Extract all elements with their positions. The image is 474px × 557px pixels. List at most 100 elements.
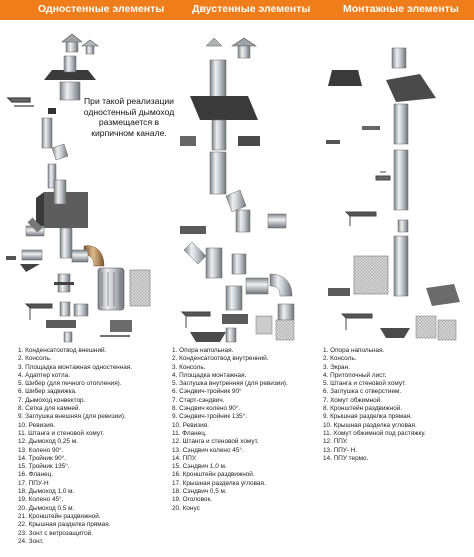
list-item: 4. Адаптер котла. (18, 371, 70, 379)
double-wall-assembly (180, 37, 295, 343)
wall-clamp-bar-icon (180, 226, 206, 234)
mounting-platform-icon (46, 320, 76, 328)
list-item: 14. ППУ. (172, 454, 197, 462)
list-item: 5. Заглушка внутренняя (для ревизии). (172, 380, 288, 388)
rain-hood-with-windguard-icon (61, 33, 83, 43)
clamp-for-guy-wire-icon (375, 171, 391, 181)
hood-pipe-icon (65, 41, 79, 53)
sandwich-tee-135-icon (183, 241, 207, 265)
chimney-cap-icon (231, 37, 257, 47)
list-item: 8. Сэндвич колено 90°. (172, 405, 241, 413)
stone-net-icon (129, 269, 151, 307)
cap-with-hole-icon (397, 219, 409, 233)
tee-90-icon (71, 249, 89, 263)
sandwich-tee-90-icon (245, 277, 269, 295)
list-item: 5. Штанга и стеновой хомут. (323, 380, 407, 388)
section-header-bar: Одностенные элементы Двустенные элементы… (0, 0, 474, 20)
mounting-parts-list: 1. Опора напольная.2. Консоль.3. Экран.4… (323, 347, 426, 463)
list-item: 12. ППУ. (323, 438, 348, 446)
floor-support-icon (190, 332, 226, 342)
roof-flashing-angled-icon (190, 96, 258, 120)
list-item: 4. Площадка монтажная. (172, 371, 247, 379)
ppu-grid-icon (275, 319, 295, 341)
elbow-45-icon (51, 143, 69, 161)
list-item: 1. Опора напольная. (172, 347, 234, 354)
inner-cap-icon (277, 303, 295, 321)
list-item: 16. Кронштейн раздвижной. (172, 471, 255, 479)
pipe-1m-icon (41, 117, 53, 149)
list-item: 6. Шибер задвижка. (18, 388, 77, 396)
pipe-top-icon (391, 47, 407, 69)
list-item: 13. ППУ- Н. (323, 446, 358, 454)
pre-furnace-sheet-icon (426, 284, 460, 306)
condensate-drain-icon (63, 331, 73, 343)
list-item: 3. Экран. (323, 363, 350, 371)
list-item: 8. Кронштейн раздвижной. (323, 405, 403, 413)
note-line-1: При такой реализации (84, 96, 174, 106)
list-item: 11. Фланец. (172, 429, 207, 437)
list-item: 18. Сэндвич 0,5 м. (172, 488, 227, 496)
list-item: 11. Штанга и стеновой хомут. (18, 429, 105, 437)
list-item: 6. Сэндвич-тройник 90° (172, 388, 242, 396)
list-item: 16. Фланец. (18, 471, 54, 479)
ppu-thermo-icon (326, 140, 340, 144)
list-item: 13. Колено 90°. (18, 446, 64, 454)
list-item: 4. Притопочный лист. (323, 371, 387, 379)
list-item: 7. Хомут обжимной. (323, 396, 383, 404)
revision-icon (231, 253, 247, 275)
floor-support-icon (380, 328, 410, 338)
list-item: 1. Конденсатоотвод внешний. (18, 347, 107, 354)
console-icon (24, 303, 53, 320)
chimney-exploded-diagram (6, 33, 460, 343)
list-item: 6. Заглушка с отверстием. (323, 388, 402, 396)
wall-bracket-icon (20, 264, 40, 272)
list-item: 19. Колено 45°. (18, 496, 64, 504)
list-item: 17. Крышная разделка угловая. (172, 479, 266, 487)
list-item: 2. Консоль. (323, 355, 357, 363)
list-item: 7. Старт-сэндвич. (172, 396, 225, 404)
sliding-bracket-icon (180, 136, 196, 146)
sandwich-pipe-1m-icon (209, 151, 227, 195)
sandwich-elbow-90-icon (269, 273, 293, 297)
double-wall-parts-list: 1. Опора напольная.2. Конденсатоотвод вн… (172, 347, 288, 513)
list-item: 1. Опора напольная. (323, 347, 385, 354)
ppu-n-icon (415, 315, 437, 339)
list-item: 8. Сетка для камней. (18, 405, 81, 413)
ppu-icon (255, 315, 273, 335)
list-item: 20. Дымоход 0,5 м. (18, 504, 75, 512)
list-item: 9. Заглушка внешняя (для ревизии). (18, 413, 126, 421)
rain-hood-icon (81, 39, 99, 47)
list-item: 12. Штанга и стеновой хомут. (172, 438, 259, 446)
screen-icon (353, 255, 389, 295)
column-title-single-wall: Одностенные элементы (38, 3, 165, 15)
list-item: 2. Консоль. (18, 355, 52, 363)
flange-icon (267, 213, 287, 229)
sliding-bracket-icon (6, 97, 34, 107)
chimney-convector-icon (97, 267, 125, 311)
list-item: 19. Оголовок. (172, 496, 213, 504)
sliding-bracket-icon (344, 211, 377, 226)
list-item: 23. Зонт с ветрозащитой. (18, 529, 93, 537)
list-item: 9. Крышная разделка прямая. (323, 413, 412, 421)
list-item: 10. Ревизия. (18, 421, 55, 429)
list-item: 13. Сэндвич колено 45°. (172, 446, 244, 454)
list-item: 12. Дымоход 0,25 м. (18, 438, 78, 446)
start-sandwich-icon (225, 285, 243, 311)
list-item: 14. ППУ термо. (323, 454, 369, 462)
list-item: 5. Шибер (для печного отопления). (18, 380, 122, 388)
console-icon (340, 313, 373, 330)
single-wall-assembly (6, 33, 151, 343)
list-item: 22. Крышная разделка прямая. (18, 521, 111, 529)
list-item: 15. Тройник 135°. (18, 463, 70, 471)
sandwich-elbow-45-icon (225, 189, 247, 213)
cone-icon (205, 37, 223, 47)
mounting-platform-icon (222, 314, 248, 324)
list-item: 17. ППУ-Н (18, 479, 49, 487)
note-line-2: одностенный дымоход (83, 106, 175, 117)
roof-flashing-angled-icon (386, 74, 436, 102)
list-item: 10. Ревизия. (172, 421, 209, 429)
list-item: 18. Дымоход 1,0 м. (18, 488, 75, 496)
list-item: 21. Кронштейн раздвижной. (18, 512, 101, 520)
list-item: 14. Тройник 90°. (18, 454, 66, 462)
roof-flashing-straight-icon (44, 70, 96, 80)
